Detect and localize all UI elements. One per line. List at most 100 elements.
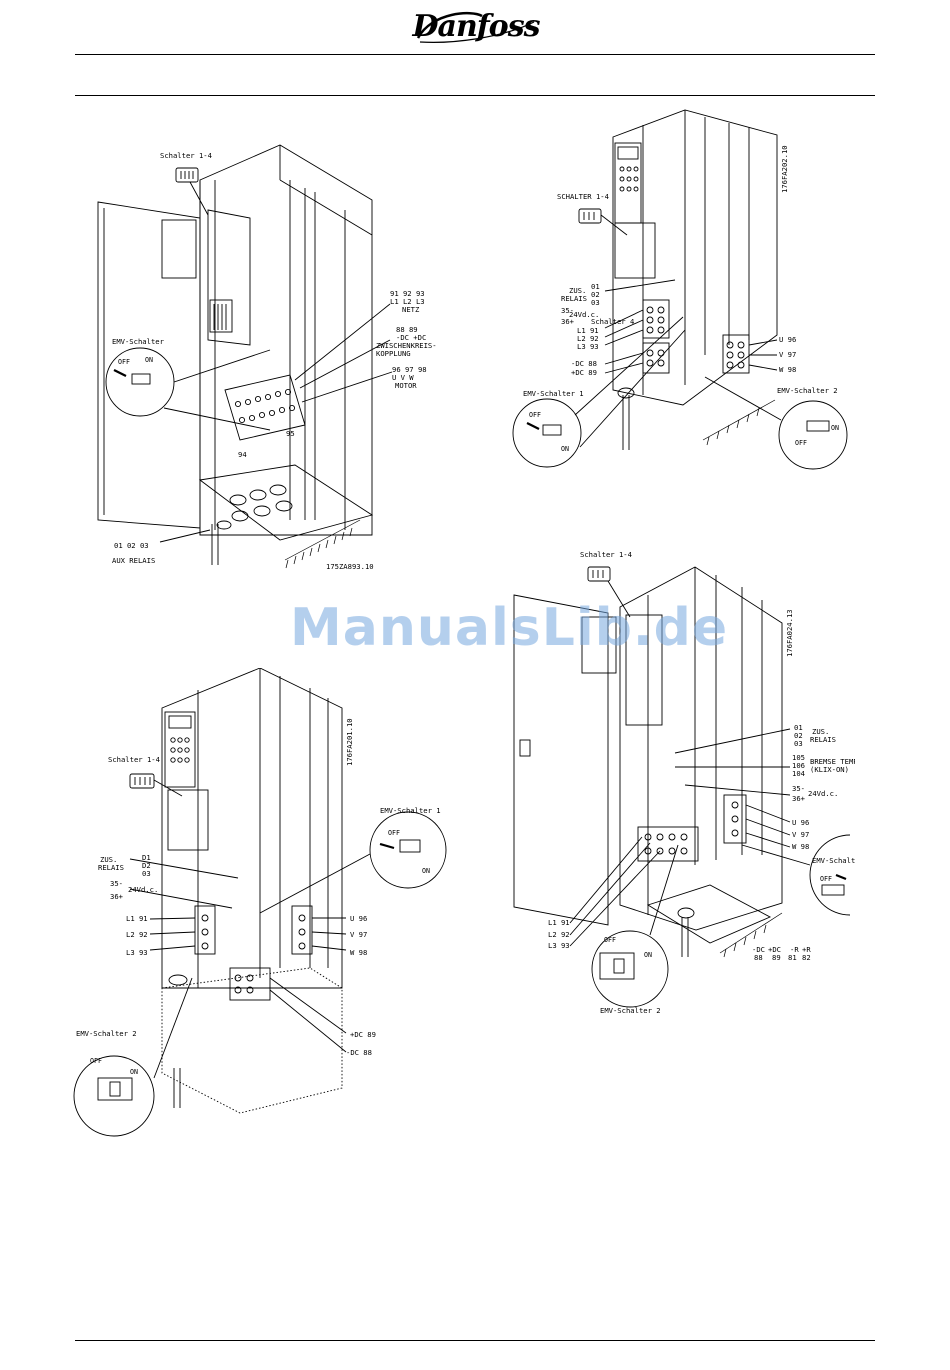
- emv-switch-magnifier: [105, 347, 175, 417]
- v24-label: 24Vd.c.: [808, 789, 838, 798]
- terminal-36: 36+: [110, 892, 124, 901]
- r-plus-label: +R: [802, 945, 811, 954]
- emv-switch-1-magnifier: [512, 398, 582, 468]
- l1-label: L1 91: [126, 914, 148, 923]
- door-panel: [97, 201, 201, 529]
- switch-1-4-icon: [129, 773, 155, 789]
- cable: [211, 524, 219, 565]
- l3-label: L3 93: [126, 948, 148, 957]
- aux-relay-nums: 01 02 03: [114, 541, 149, 550]
- zus-label: ZUS.: [569, 286, 586, 295]
- bremse-label: BREMSE TEMP.: [810, 757, 855, 766]
- emv-2-off: OFF: [604, 936, 616, 944]
- diagram-bottom-right: Schalter 1-4 01 02 03 ZUS. RELAIS 105 10…: [513, 550, 855, 1015]
- zus-label: ZUS.: [812, 727, 829, 736]
- terminal-35: 35-: [792, 784, 805, 793]
- r-minus-num: 81: [788, 953, 797, 962]
- w-label: W 98: [792, 842, 809, 851]
- v-label: V 97: [350, 930, 367, 939]
- header-rule-top: [75, 54, 875, 55]
- emv-2-label: EMV-Schalter 2: [76, 1029, 137, 1038]
- switch-1-4-icon: [587, 566, 611, 582]
- door-latch-icon: [519, 739, 531, 757]
- figure-code: 175ZA893.10: [326, 562, 374, 571]
- terminal-35: 35-: [561, 306, 574, 315]
- control-board: [167, 789, 209, 851]
- u-label: U 96: [779, 335, 796, 344]
- l1-label: L1 91: [548, 918, 570, 927]
- header-rule-bottom: [75, 95, 875, 96]
- emv-switch-1-magnifier: [369, 811, 447, 889]
- mains-terminal: [194, 905, 216, 955]
- emv-1-label: EMV-Schalter 1: [380, 806, 441, 815]
- relay-02: 02: [794, 731, 803, 740]
- terminal-35: 35-: [110, 879, 123, 888]
- emv-1-label: EMV-Schalter 1: [523, 389, 584, 398]
- relay-03: 03: [794, 739, 803, 748]
- emv-schalter-label: EMV-Schalter: [112, 337, 165, 346]
- diagram-top-right: SCHALTER 1-4 ZUS. RELAIS 01 02 03 24Vd.c…: [512, 109, 848, 470]
- relay-01: 01: [794, 723, 803, 732]
- control-card: [207, 209, 251, 346]
- netz-phases: L1 L2 L3: [390, 297, 425, 306]
- relais-label: RELAIS: [810, 735, 836, 744]
- terminal-screws: [234, 388, 296, 424]
- base-box: [161, 967, 343, 1114]
- emv-switch-2-magnifier: [591, 930, 669, 1008]
- l2-label: L2 92: [126, 930, 148, 939]
- emv-2-off: OFF: [90, 1057, 102, 1065]
- figure-code: 176FA024.13: [785, 609, 794, 657]
- terminal-95: 95: [286, 429, 295, 438]
- terminal-36: 36+: [561, 317, 575, 326]
- emv-1-off: OFF: [529, 411, 541, 419]
- v24-label: 24Vd.c.: [569, 310, 599, 319]
- keypad-panel: [164, 711, 196, 788]
- relay-d1: D1: [142, 853, 151, 862]
- switch-1-4-icon: [578, 208, 602, 224]
- watermark: ManualsLib.de: [290, 598, 729, 658]
- cabinet-body: [161, 668, 343, 989]
- logo-swoosh-icon: [416, 11, 535, 43]
- switch-1-4-icon: [175, 167, 199, 183]
- schalter-label: Schalter 1-4: [580, 550, 632, 559]
- emv-1-off: OFF: [388, 829, 400, 837]
- dc-plus-label: +DC 89: [571, 368, 597, 377]
- dc-signs: -DC +DC: [396, 333, 426, 342]
- danfoss-logo: Danfoss: [412, 8, 541, 48]
- motor-label: MOTOR: [395, 381, 417, 390]
- dc-terminal: [642, 342, 670, 374]
- emv-1-on: ON: [422, 867, 430, 875]
- relay-d2: D2: [142, 861, 151, 870]
- dc-plus-label: +DC: [768, 945, 781, 954]
- gland-plate: [646, 884, 772, 944]
- zus-label: ZUS.: [100, 855, 117, 864]
- door-plate: [581, 616, 617, 674]
- diagram-bottom-left: Schalter 1-4 EMV-Schalter 1 OFF ON ZUS. …: [73, 668, 447, 1137]
- emv-2-on: ON: [831, 424, 839, 432]
- emv-off-label: OFF: [118, 358, 130, 366]
- motor-nums: 96 97 98: [392, 365, 427, 374]
- emv-2-label: EMV-Schalter 2: [777, 386, 838, 395]
- relay-01: 01: [591, 282, 600, 291]
- motor-terminal: [291, 905, 313, 955]
- emv-on-label: ON: [145, 356, 153, 364]
- emv-1-on: ON: [561, 445, 569, 453]
- aux-relay-label: AUX RELAIS: [112, 556, 155, 565]
- footer-rule: [75, 1340, 875, 1341]
- mains-terminal: [637, 826, 699, 862]
- terminal-block: [224, 374, 306, 441]
- dc-minus-label: -DC 88: [346, 1048, 372, 1057]
- klix-label: (KLIX-ON): [810, 765, 849, 774]
- floor-hatch: [284, 519, 361, 569]
- keypad-panel: [614, 142, 642, 224]
- emv-2-off: OFF: [795, 439, 807, 447]
- gland-plate: [198, 464, 374, 541]
- dc-plus-num: 89: [772, 953, 781, 962]
- schalter-label: Schalter 1-4: [108, 755, 160, 764]
- emv-switch-2-magnifier: [73, 1055, 155, 1137]
- relais-label: RELAIS: [98, 863, 124, 872]
- dc-minus-label: -DC: [752, 945, 765, 954]
- mains-terminal: [642, 299, 670, 339]
- emv-2-label: EMV-Schalter 2: [600, 1006, 661, 1015]
- l1-label: L1 91: [577, 326, 599, 335]
